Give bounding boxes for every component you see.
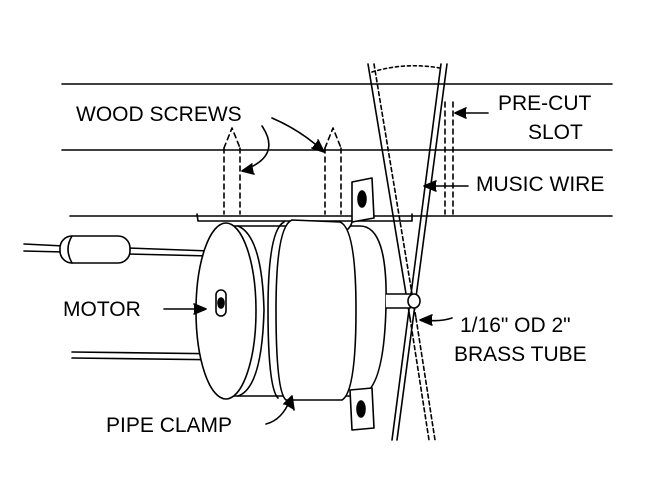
- screw-left: [223, 127, 241, 215]
- music-wire: [367, 63, 448, 441]
- wire-left-a: [367, 63, 411, 319]
- clamp-ear-bottom-hole: [356, 400, 366, 418]
- capacitor-end: [67, 235, 73, 264]
- wire-left-b: [373, 63, 417, 319]
- motor-leads: [23, 235, 233, 361]
- labels: WOOD SCREWS PRE-CUT SLOT MUSIC WIRE MOTO…: [63, 92, 604, 437]
- wood-board: [61, 83, 613, 217]
- wood-screws-arrow-right-head: [311, 139, 325, 153]
- label-motor: MOTOR: [63, 298, 141, 321]
- wood-screws: [223, 127, 342, 215]
- brass-tube-end: [407, 293, 421, 309]
- pre-cut-arrow-head: [454, 107, 467, 119]
- pipe-clamp: [267, 177, 375, 431]
- swing-arc: [371, 64, 441, 73]
- label-wood-screws: WOOD SCREWS: [76, 103, 242, 126]
- label-tube-size: 1/16" OD 2": [460, 314, 571, 337]
- wood-screws-arrow-left-head: [241, 163, 255, 175]
- wire-right-a: [391, 63, 442, 441]
- wood-screws-arrow-left: [243, 125, 270, 171]
- label-slot: SLOT: [528, 121, 583, 144]
- clamp-band-edge: [267, 221, 285, 399]
- clamp-ear-top-hole: [357, 190, 367, 208]
- wire-right-b: [396, 63, 448, 441]
- lead-top-c: [127, 247, 211, 252]
- lead-top-a: [23, 243, 65, 247]
- clamp-band: [275, 219, 357, 401]
- screw-right: [324, 127, 342, 215]
- tube-arrow-head: [419, 314, 433, 326]
- lead-top-d: [127, 253, 211, 257]
- pre-cut-slot: [444, 101, 454, 215]
- label-brass-tube: BRASS TUBE: [454, 343, 587, 366]
- motor-arrow-head: [193, 303, 207, 315]
- motor-face-rim: [237, 225, 265, 397]
- motor-shaft: [217, 297, 225, 309]
- label-music-wire: MUSIC WIRE: [476, 173, 604, 196]
- pipe-clamp-arrow-head: [283, 395, 295, 411]
- wire-lower-b: [415, 317, 436, 441]
- inline-capacitor: [59, 235, 131, 264]
- wire-lower-a: [409, 317, 430, 441]
- leader-arrows: [163, 107, 489, 425]
- label-pipe-clamp: PIPE CLAMP: [106, 414, 232, 437]
- label-pre-cut: PRE-CUT: [498, 92, 592, 115]
- lead-top-b: [23, 250, 65, 253]
- music-wire-arrow-head: [423, 180, 437, 192]
